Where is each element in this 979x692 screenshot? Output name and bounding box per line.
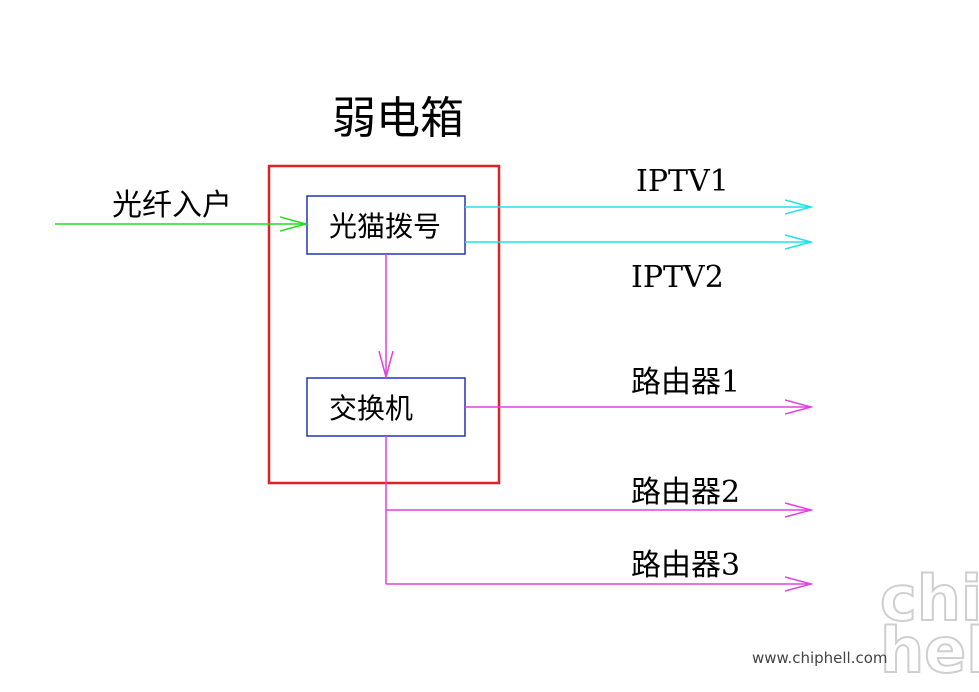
diagram-title: 弱电箱 [332,93,464,144]
iptv2-label: IPTV2 [631,260,724,295]
chiphell-watermark: chip hell www.chiphell.com [752,561,979,688]
watermark-url: www.chiphell.com [752,649,888,667]
router3-label: 路由器3 [631,548,740,583]
watermark-logo-chip: chip [880,562,979,635]
switch-node-label: 交换机 [329,392,413,425]
watermark-logo-hell: hell [880,614,979,687]
iptv1-label: IPTV1 [636,164,729,199]
fiber-input-label: 光纤入户 [112,188,232,223]
router1-label: 路由器1 [631,365,740,400]
modem-node-label: 光猫拨号 [329,210,441,243]
router2-label: 路由器2 [631,475,740,510]
enclosure-box [267,164,501,485]
